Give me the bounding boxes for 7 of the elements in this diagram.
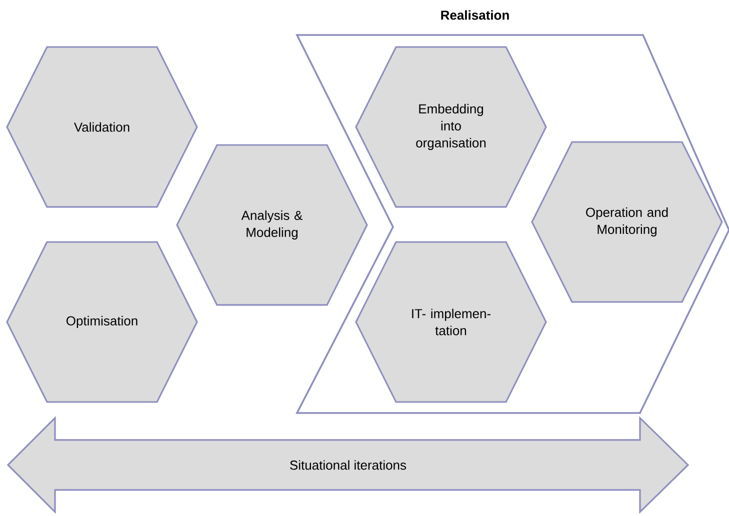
hexagon-box: IT- implemen- tation — [355, 241, 547, 403]
node-label: Realisation — [441, 10, 509, 20]
hexagon-box: Validation — [6, 46, 198, 208]
hexagon-box: Embedding into organisation — [355, 46, 547, 208]
hexagon-box: Optimisation — [6, 241, 198, 403]
hexagon-box: Operation and Monitoring — [531, 141, 723, 303]
hexagon-box: Analysis & Modeling — [176, 144, 368, 306]
